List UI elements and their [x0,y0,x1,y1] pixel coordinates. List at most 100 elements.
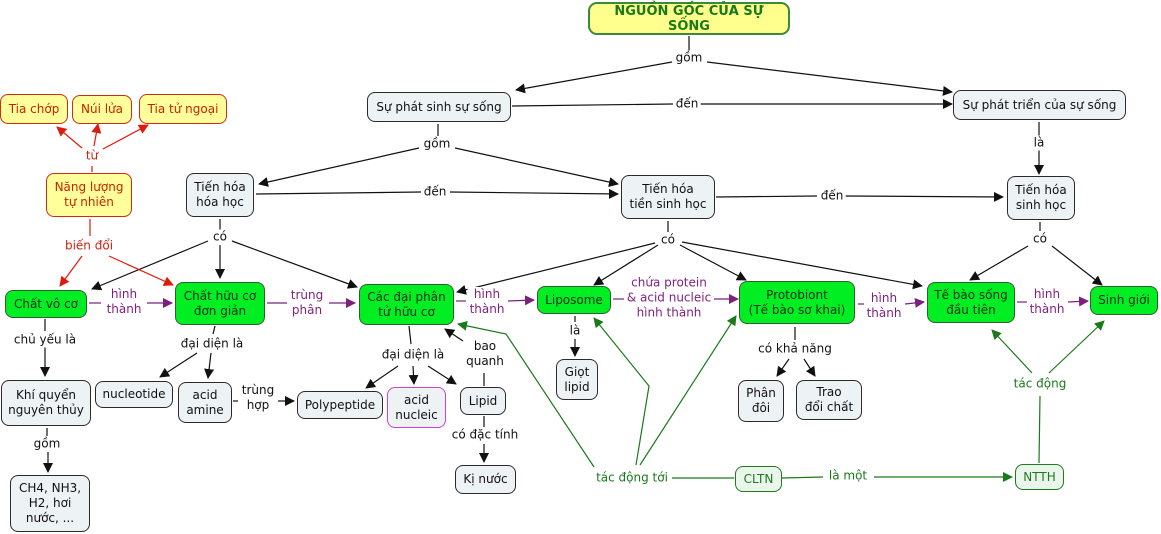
edge-hinhthanh-sinhgioi [1067,296,1089,307]
edge-daidien-acidamine [204,352,215,379]
label-trung-hop: trùng hợp [239,383,277,413]
edge-gom-thtsh [454,147,619,187]
label-den-tien-sinh-hoc: đến [818,188,846,204]
label-co-sinh-hoc: có [1031,231,1049,247]
edge-co-daiphantu2 [456,242,656,295]
node-liposome[interactable]: Liposome [537,286,611,314]
edge-co-tebaosong2 [969,245,1029,281]
edge-cokhanang-traodoi [803,358,816,377]
node-trao-doi-chat[interactable]: Trao đổi chất [796,380,862,420]
edge-tu-nuilua [91,123,102,147]
edge-tacdongtoi-daiphantu [457,320,595,468]
label-gom-khi-quyen: gồm [31,436,63,452]
edge-huuco-daidien [212,325,216,335]
edge-gom-phatsinh [515,61,673,94]
edge-tacdongtoi-protobiont [639,315,737,466]
label-hinh-thanh-vo-co: hình thành [104,287,144,317]
label-co-kha-nang: có khả năng [756,341,834,357]
edge-thtsh-den [715,195,818,198]
edge-tacdong-tebaosong [991,329,1033,374]
edge-den-thsh [844,191,1004,202]
label-tac-dong-toi: tác động tới [594,470,670,486]
label-tac-dong: tác động [1011,376,1069,392]
node-nang-luong-tu-nhien[interactable]: Năng lượng tự nhiên [46,173,132,217]
node-nui-lua[interactable]: Núi lửa [72,95,132,124]
label-la-phat-trien: là [1031,135,1047,151]
node-ki-nuoc[interactable]: Kị nước [455,465,516,494]
node-ntth[interactable]: NTTH [1015,464,1064,490]
edge-biendoi-huuco [108,255,174,286]
label-la-mot: là một [826,468,870,484]
node-phat-trien-su-song[interactable]: Sự phát triển của sự sống [953,90,1126,120]
label-co-dac-tinh: có đặc tính [449,427,521,443]
node-te-bao-song-dau-tien[interactable]: Tế bào sống đầu tiên [927,282,1015,323]
label-hinh-thanh-protobiont: hình thành [864,291,904,321]
label-tu: từ [83,148,101,164]
label-chu-yeu-la: chủ yếu là [11,332,79,348]
node-lipid[interactable]: Lipid [460,387,506,415]
label-den-top: đến [673,96,701,112]
edge-daidien-nucleotide [159,352,198,378]
label-chua-protein: chứa protein & acid nucleic hình thành [624,275,714,321]
edge-tu-tiachop [56,126,83,149]
edge-co-chatvoco [91,240,209,291]
label-dai-dien-huu-co: đại diện là [178,336,246,352]
edge-baoquanh-daiphantu [444,328,464,342]
edge-phatsinh-den [511,103,674,107]
node-chat-vo-co[interactable]: Chất vô cơ [5,290,87,318]
label-hinh-thanh-te-bao: hình thành [1027,287,1067,317]
edge-thhh-den [255,191,422,195]
edge-daiphantu-daidien [408,325,412,345]
edge-den-thtsh [449,188,619,199]
label-trung-phan: trùng phân [288,288,326,318]
edge-biendoi-vc [59,255,83,287]
label-la-liposome: là [567,323,583,339]
node-phan-doi[interactable]: Phân đôi [738,380,784,422]
edge-tacdongtoi-liposome [593,317,650,466]
node-dai-phan-tu-huu-co[interactable]: Các đại phân tử hữu cơ [359,284,454,325]
edge-co-protobiont [679,244,747,281]
node-acid-amine[interactable]: acid amine [178,382,232,423]
node-tien-hoa-hoa-hoc[interactable]: Tiến hóa hóa học [186,173,254,217]
edge-co-daiphantu [231,240,358,289]
label-bien-doi: biến đổi [62,238,116,254]
node-ch4-nh3[interactable]: CH4, NH3, H2, hơi nước, ... [10,475,90,532]
label-gom-root: gồm [673,50,705,66]
node-tien-hoa-sinh-hoc[interactable]: Tiến hóa sinh học [1007,176,1075,220]
edge-daidien-acidnucleic [408,365,419,385]
label-bao-quanh: bao quanh [464,339,506,369]
root-concept-node[interactable]: NGUỒN GỐC CỦA SỰ SỐNG [588,2,790,35]
node-tia-chop[interactable]: Tia chớp [0,94,68,124]
edge-cltn-lamot [781,476,824,479]
node-khi-quyen-nguyen-thuy[interactable]: Khí quyển nguyên thủy [1,380,91,426]
edge-tacdong-sinhgioi [1048,320,1105,374]
edge-daidien-lipid [427,365,457,385]
node-polypeptide[interactable]: Polypeptide [297,391,383,419]
node-sinh-gioi[interactable]: Sinh giới [1090,286,1158,315]
edge-daidien-polypeptide [365,365,399,389]
edge-ntth-tacdong [1038,395,1041,464]
node-cltn[interactable]: CLTN [735,466,782,492]
label-co-hoa-hoc: có [211,229,229,245]
edge-gom-thhh [258,147,420,187]
node-chat-huu-co-don-gian[interactable]: Chất hữu cơ đơn giản [175,282,265,325]
node-tien-hoa-tien-sinh-hoc[interactable]: Tiến hóa tiền sinh học [621,175,715,219]
node-acid-nucleic[interactable]: acid nucleic [387,387,446,428]
node-giot-lipid[interactable]: Giọt lipid [556,359,598,400]
node-tia-tu-ngoai[interactable]: Tia tử ngoại [139,94,227,124]
edge-hinhthanh-liposome [507,295,535,306]
label-dai-dien-dai-phan-tu: đại diện là [379,347,447,363]
node-nucleotide[interactable]: nucleotide [95,381,173,408]
label-gom-phat-sinh: gồm [421,136,453,152]
label-hinh-thanh-dai-phan-tu: hình thành [467,287,507,317]
edge-tu-tiatungoai [102,124,149,150]
edge-co-sinhgioi [1051,245,1103,286]
edge-co-liposome [593,244,659,286]
label-den-hoa-hoc: đến [421,184,449,200]
edge-co-tebaosong [681,241,923,290]
node-phat-sinh-su-song[interactable]: Sự phát sinh sự sống [367,92,511,122]
node-protobiont[interactable]: Protobiont (Tế bào sơ khai) [739,281,855,324]
label-co-tien-sinh-hoc: có [659,232,677,248]
edge-cokhanang-phandoi [776,358,790,377]
